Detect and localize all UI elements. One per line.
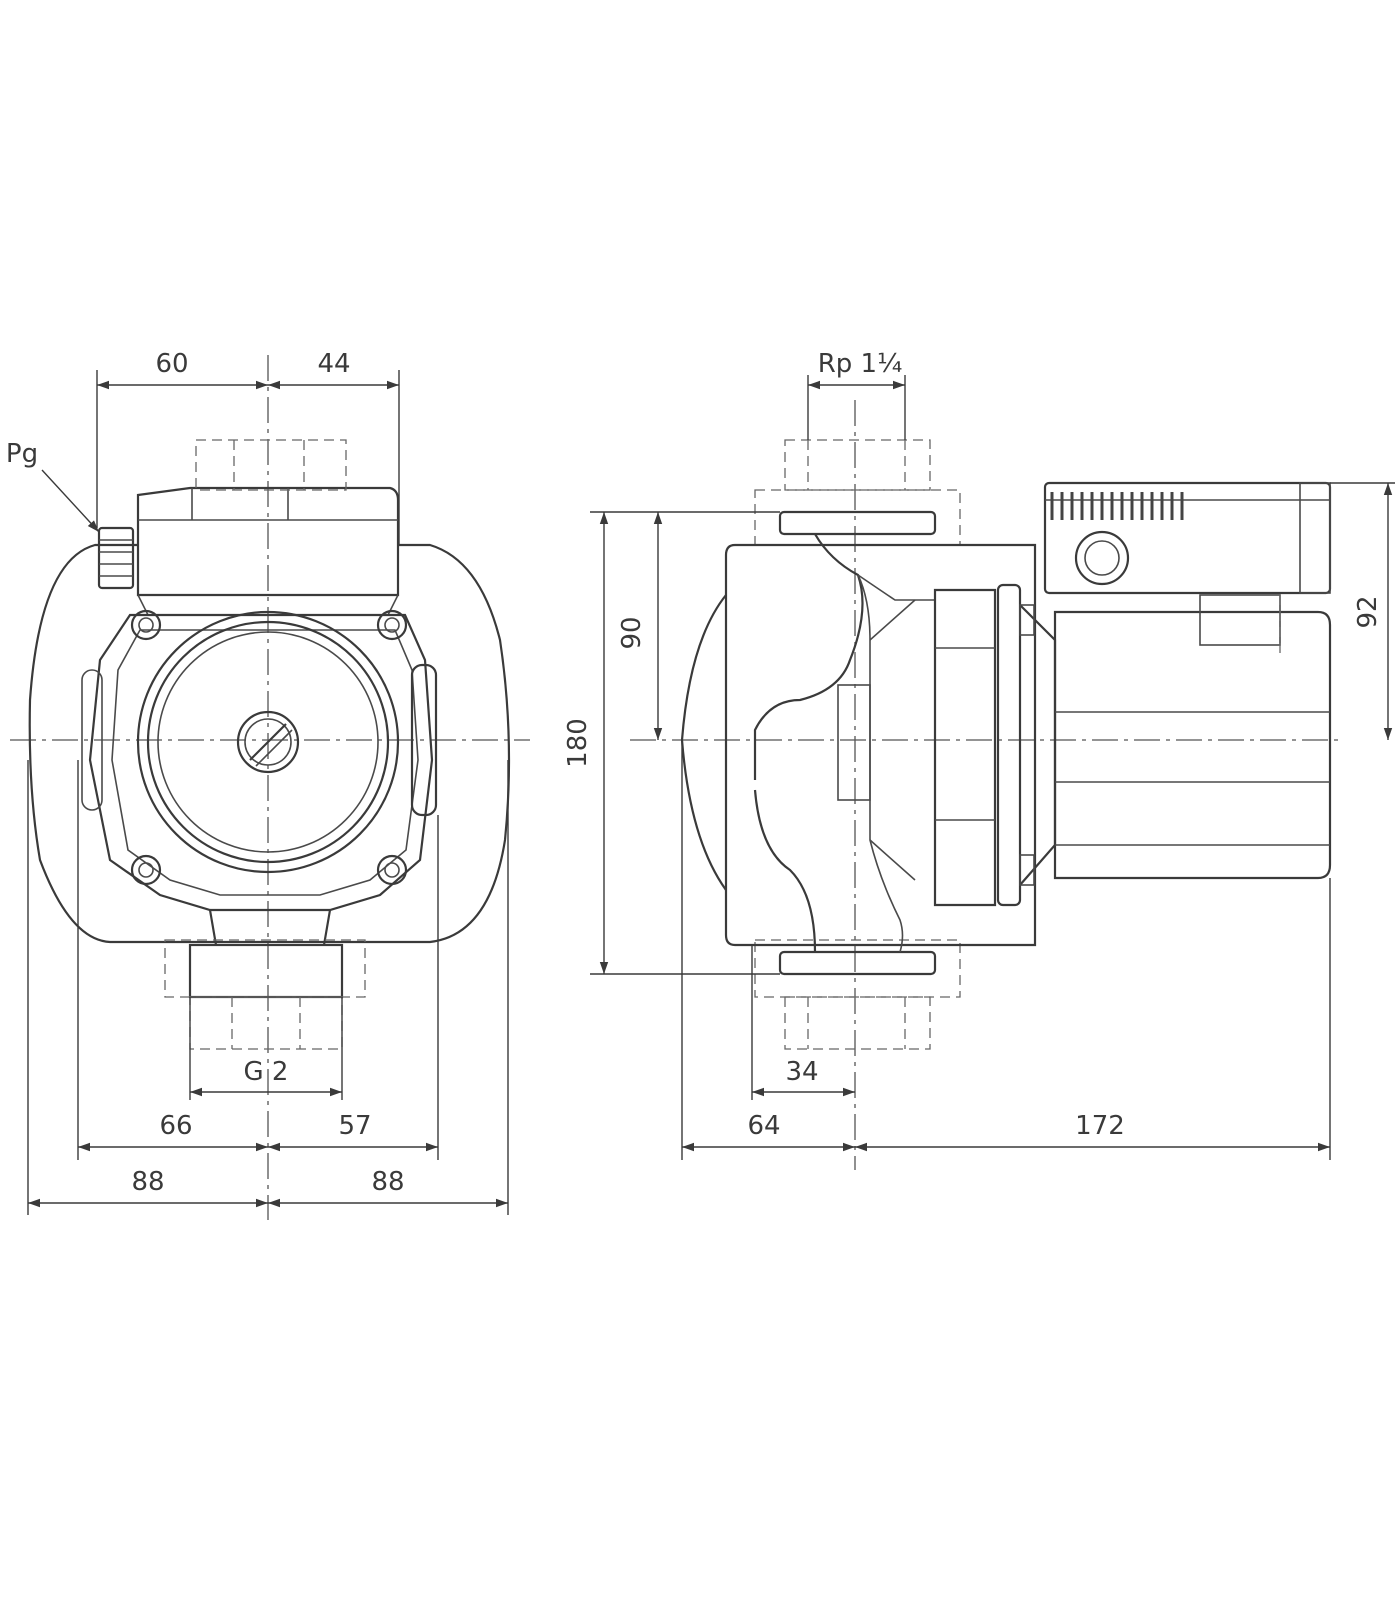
side-bottom-fitting-hidden (754, 939, 961, 998)
bolt-bottom-left-inner (138, 862, 154, 878)
label-dim-88-right: 88 (371, 1167, 404, 1197)
bolt-bottom-right (376, 854, 408, 886)
bolt-bottom-right-inner (384, 862, 400, 878)
label-dim-66: 66 (159, 1111, 192, 1141)
label-dim-rp: Rp 1¼ (818, 349, 903, 379)
side-volute-inner (869, 599, 916, 881)
side-volute-upper (753, 533, 864, 780)
label-dim-g2: G 2 (244, 1057, 289, 1087)
front-view (10, 355, 530, 1220)
label-dim-44: 44 (317, 349, 350, 379)
front-top-outlet-hidden (195, 439, 347, 491)
side-top-flange (778, 510, 937, 536)
front-motor-ring-mid (146, 620, 390, 864)
side-pump-housing (724, 543, 1037, 947)
side-bottom-flange (778, 950, 937, 976)
bolt-bottom-left (130, 854, 162, 886)
front-bottom-nut (188, 943, 344, 999)
front-vent-screw (236, 710, 300, 774)
label-dim-172: 172 (1075, 1111, 1125, 1141)
side-cooling-fins (1050, 492, 1184, 520)
bolt-top-left (130, 609, 162, 641)
pg-leader (41, 469, 100, 533)
side-volute-lower (753, 789, 817, 953)
side-flange-bolt-bottom (1019, 854, 1035, 886)
front-motor-ring-inner (157, 631, 379, 853)
front-vent-screw-inner (244, 718, 292, 766)
side-terminal-cover (1299, 482, 1331, 594)
pg-cable-gland (97, 526, 135, 590)
front-bottom-nut-hidden (164, 939, 366, 998)
label-dim-60: 60 (155, 349, 188, 379)
front-housing-outline (28, 543, 511, 944)
label-dim-34: 34 (785, 1057, 818, 1087)
side-bottom-thread-hidden (784, 996, 931, 1050)
side-terminal-gland (1074, 530, 1130, 586)
side-housing-front-curve (680, 594, 727, 891)
side-top-fitting-hidden (754, 489, 961, 546)
label-pg: Pg (6, 439, 38, 469)
front-vent-screw-slot (249, 723, 287, 761)
front-vent-screw-slot-2 (255, 729, 293, 767)
side-terminal-switch (1199, 594, 1281, 646)
side-motor-ring (933, 588, 997, 907)
bolt-top-left-inner (138, 617, 154, 633)
label-dim-90: 90 (617, 616, 647, 649)
side-motor-body (1053, 610, 1332, 880)
side-motor-flange (996, 583, 1022, 907)
bolt-top-right (376, 609, 408, 641)
front-motor-ring-outer (136, 610, 400, 874)
side-impeller-shoulder (837, 684, 871, 801)
front-bottom-thread-hidden (189, 996, 343, 1050)
front-flange-inner (111, 629, 419, 896)
label-dim-92: 92 (1353, 595, 1383, 628)
bolt-top-right-inner (384, 617, 400, 633)
front-right-lug (410, 663, 438, 817)
side-flange-bolt-top (1019, 604, 1035, 636)
front-left-lug (81, 669, 103, 811)
label-dim-57: 57 (338, 1111, 371, 1141)
label-dim-180: 180 (563, 718, 593, 768)
front-terminal-block (136, 486, 400, 597)
front-bottom-stem (208, 909, 332, 946)
side-terminal-gland-inner (1084, 540, 1120, 576)
label-dim-88-left: 88 (131, 1167, 164, 1197)
side-view (590, 375, 1395, 1170)
side-volute-right (857, 574, 935, 953)
side-top-thread-hidden (784, 439, 931, 491)
label-dim-64: 64 (747, 1111, 780, 1141)
side-motor-flange-cone (1019, 604, 1057, 886)
